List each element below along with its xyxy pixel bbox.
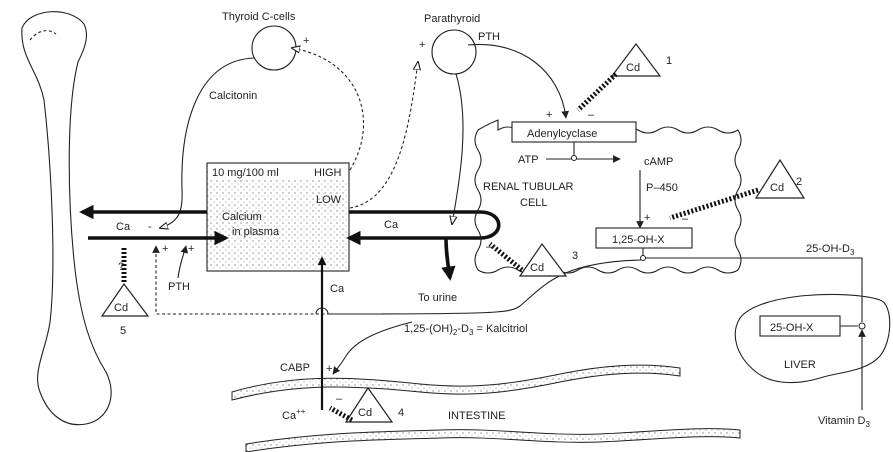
intestine-bottom-band — [246, 429, 740, 452]
bone-plus-1: + — [162, 243, 168, 255]
vitamin-label: Vitamin D3 — [818, 415, 870, 429]
cd1-label: Cd — [626, 62, 640, 74]
ca-pp-label: Ca++ — [282, 407, 306, 422]
p450-label: P–450 — [646, 182, 678, 194]
cd3-group: Cd 3 — [490, 244, 578, 276]
adenyl-minus: – — [588, 109, 595, 121]
concentration-label: 10 mg/100 ml — [212, 167, 279, 179]
thyroid-circle — [252, 26, 296, 70]
bone-shape — [22, 12, 111, 425]
liver-junction — [859, 323, 865, 329]
pth-down-line — [452, 74, 463, 224]
cd3-label: Cd — [530, 262, 544, 274]
camp-label: cAMP — [644, 156, 673, 168]
liver-label: LIVER — [784, 359, 816, 371]
question-mark: ? — [118, 261, 124, 273]
d3-25-label: 25-OH-D3 — [806, 243, 855, 257]
pth-bone-label: PTH — [168, 281, 190, 293]
cd5-group: Cd 5 — [102, 284, 148, 337]
to-urine-label: To urine — [418, 292, 457, 304]
cd1-group: Cd 1 — [578, 44, 672, 110]
cd2-number: 2 — [796, 176, 802, 188]
cd5-number: 5 — [120, 325, 126, 337]
kalcitriol-label: 1,25-(OH)2-D3 = Kalcitriol — [404, 323, 528, 337]
parathyroid-plus: + — [419, 39, 425, 51]
pth-to-kidney-line — [468, 44, 566, 118]
intestine-minus: – — [336, 393, 343, 405]
low-to-parathyroid-dashed — [350, 62, 418, 208]
bone-dotted-edge — [30, 31, 56, 40]
renal-cell-outline — [475, 120, 741, 273]
to-urine-arrow — [446, 238, 450, 278]
kidney-hydroxylase-label: 1,25-OH-X — [612, 234, 665, 246]
ca-right-label: Ca — [384, 219, 399, 231]
cd4-number: 4 — [398, 407, 404, 419]
cd1-number: 1 — [666, 55, 672, 67]
intestine-plus: + — [326, 363, 332, 375]
high-to-thyroid-dashed — [292, 48, 364, 170]
d3-line — [645, 258, 862, 322]
plasma-label-1: Calcium — [222, 211, 262, 223]
thyroid-label: Thyroid C-cells — [222, 11, 296, 23]
kidney-junction — [641, 256, 646, 261]
pth-top-label: PTH — [478, 31, 500, 43]
atp-junction — [572, 156, 577, 161]
atp-label: ATP — [518, 154, 539, 166]
cabp-label: CABP — [280, 362, 310, 374]
cd4-label: Cd — [358, 407, 372, 419]
high-label: HIGH — [314, 167, 342, 179]
low-label: LOW — [316, 194, 342, 206]
hydroxylase-plus: + — [644, 212, 650, 224]
ca-down-label: Ca — [330, 283, 345, 295]
liver-hydroxylase-label: 25-OH-X — [770, 322, 814, 334]
pth-bone-line — [178, 246, 186, 278]
thyroid-plus: + — [303, 35, 309, 47]
cd1-hatched-arrow — [578, 74, 616, 110]
cd3-hatched-arrow — [490, 244, 522, 270]
adenylcyclase-label: Adenylcyclase — [527, 128, 597, 140]
renal-label-2: CELL — [520, 197, 548, 209]
calcitonin-label: Calcitonin — [209, 90, 257, 102]
parathyroid-label: Parathyroid — [424, 13, 480, 25]
cd2-label: Cd — [770, 182, 784, 194]
bone-plus-2: + — [188, 243, 194, 255]
adenyl-plus: + — [546, 109, 552, 121]
plasma-label-2: in plasma — [232, 226, 280, 238]
ca-left-label: Ca — [116, 221, 131, 233]
intestine-label: INTESTINE — [448, 410, 505, 422]
renal-label-1: RENAL TUBULAR — [483, 181, 574, 193]
cd3-number: 3 — [572, 250, 578, 262]
bone-minus: - — [148, 221, 152, 233]
kalcitriol-to-intestine — [333, 322, 412, 374]
parathyroid-circle — [432, 30, 476, 74]
cd5-label: Cd — [114, 302, 128, 314]
